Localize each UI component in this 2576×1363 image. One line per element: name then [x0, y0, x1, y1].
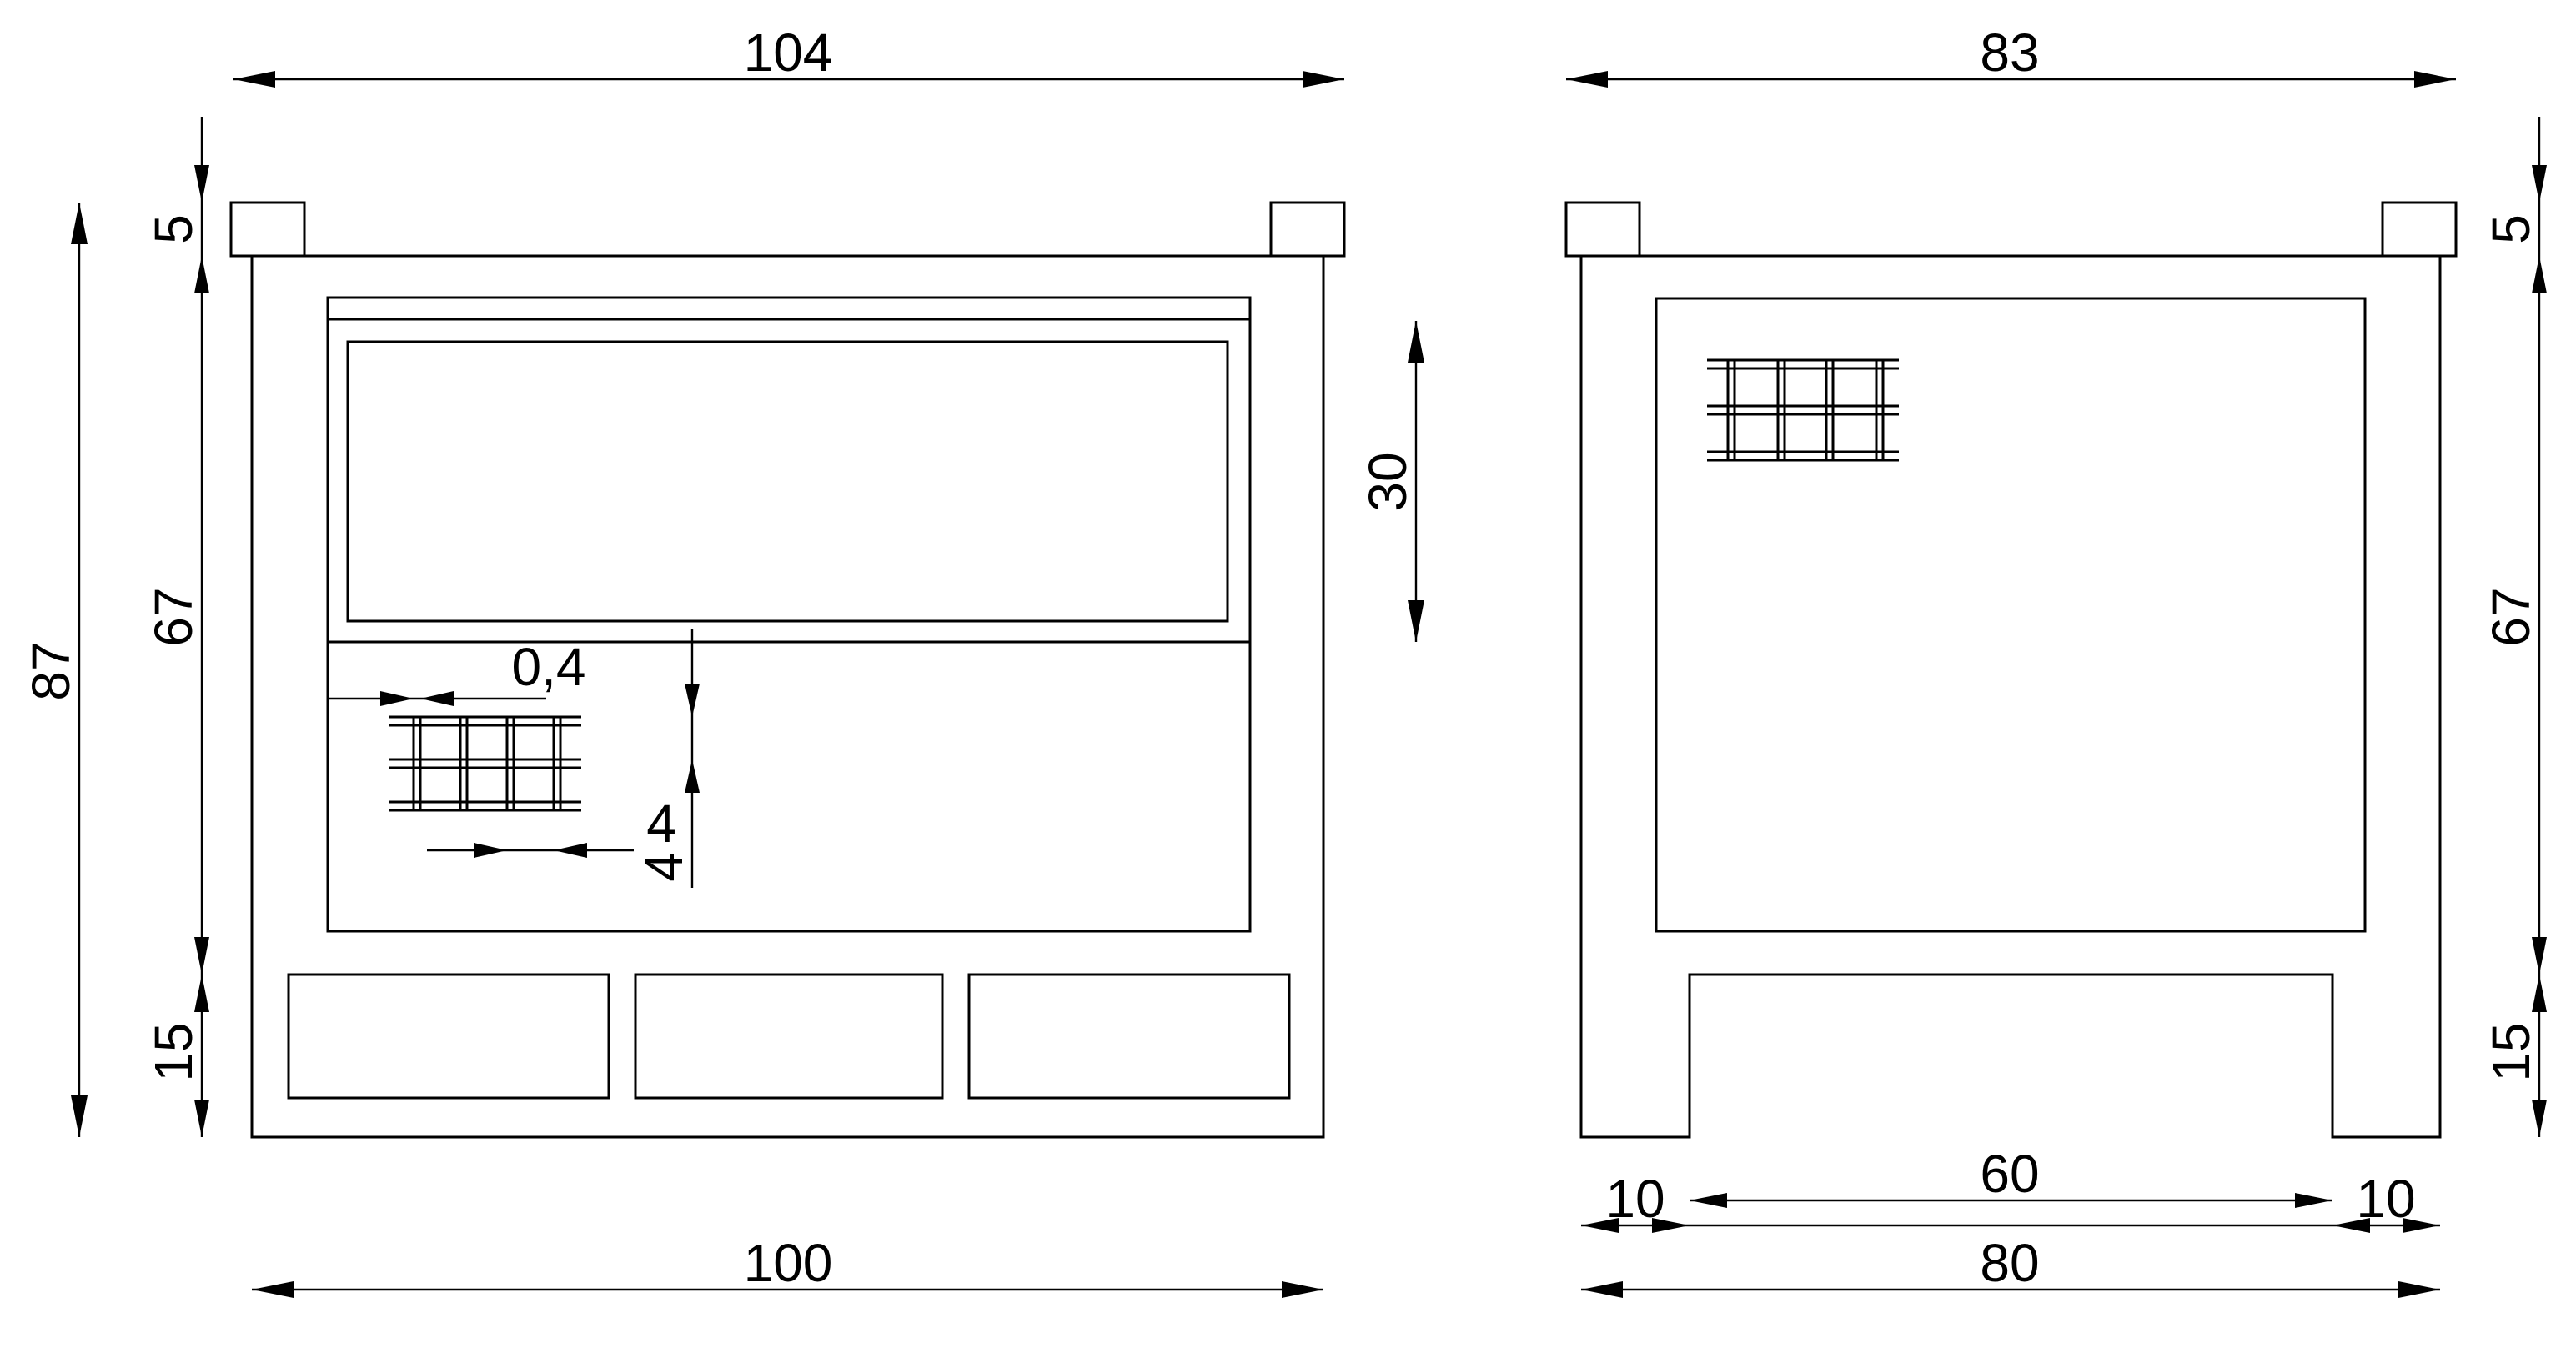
front-label-panel: [346, 340, 1229, 623]
side-container: [1655, 297, 2367, 933]
arrowhead: [1408, 600, 1424, 642]
dim-label-panel-height: 30: [1358, 452, 1418, 511]
dim-label-front-total-height: 87: [21, 641, 81, 700]
arrowhead: [252, 1281, 294, 1298]
arrowhead: [2532, 1100, 2547, 1137]
arrowhead: [194, 937, 209, 975]
side-corner-post-right: [2381, 201, 2458, 258]
dim-label-side-top-width: 83: [1980, 23, 2039, 83]
side-wire-mesh: [1707, 358, 1899, 462]
front-corner-post-left: [229, 201, 306, 258]
arrowhead: [194, 165, 209, 203]
dim-label-front-top-width: 104: [744, 23, 833, 83]
front-fork-pocket-middle: [634, 973, 944, 1100]
arrowhead: [420, 691, 454, 706]
arrowhead: [1652, 1218, 1690, 1233]
dimension-labels: 104 100 87 5 67 15 30 0,4 4 4 83 80 5 67…: [21, 23, 2541, 1293]
arrowhead: [1581, 1218, 1619, 1233]
arrowhead: [474, 843, 507, 858]
arrowhead: [380, 691, 414, 706]
arrowhead: [71, 1095, 88, 1137]
dim-label-side-opening: 60: [1980, 1144, 2039, 1204]
dim-label-side-middle-height: 67: [2481, 587, 2541, 646]
arrowhead: [194, 1100, 209, 1137]
arrowhead: [233, 71, 275, 88]
arrowhead: [2532, 256, 2547, 293]
arrowhead: [194, 975, 209, 1012]
arrowhead: [1282, 1281, 1323, 1298]
front-container: [326, 296, 1252, 933]
arrowhead: [685, 684, 700, 717]
dim-label-side-bottom-width: 80: [1980, 1233, 2039, 1293]
arrowhead: [1408, 321, 1424, 363]
arrowhead: [2403, 1218, 2440, 1233]
dimension-lines: [71, 71, 2547, 1298]
arrowhead: [1566, 71, 1608, 88]
dim-label-mesh-vertical: 4: [646, 794, 676, 854]
front-wire-mesh: [389, 715, 581, 812]
side-frame: [1579, 254, 2442, 1139]
front-corner-post-right: [1269, 201, 1346, 258]
arrowhead: [71, 203, 88, 244]
dim-label-side-bottom-height: 15: [2481, 1022, 2541, 1081]
front-view: [229, 201, 1346, 1139]
dim-label-mesh-horizontal: 4: [634, 852, 694, 882]
arrowhead: [2532, 937, 2547, 975]
front-frame: [250, 254, 1325, 1139]
arrowhead: [554, 843, 587, 858]
side-corner-post-left: [1564, 201, 1641, 258]
dim-label-side-leg-left: 10: [1605, 1169, 1665, 1229]
dim-label-side-leg-right: 10: [2356, 1169, 2415, 1229]
dim-label-wire-thickness: 0,4: [512, 637, 586, 697]
dim-label-front-bottom-height: 15: [143, 1022, 203, 1081]
arrowhead: [685, 759, 700, 793]
dim-label-side-top-height: 5: [2481, 214, 2541, 244]
dim-label-front-middle-height: 67: [143, 587, 203, 646]
arrowhead: [2532, 975, 2547, 1012]
side-view: [1564, 201, 2458, 1139]
dim-label-front-top-height: 5: [143, 214, 203, 244]
arrowhead: [2295, 1193, 2332, 1208]
front-fork-pocket-right: [967, 973, 1291, 1100]
arrowhead: [2414, 71, 2456, 88]
arrowhead: [1303, 71, 1344, 88]
arrowhead: [2398, 1281, 2440, 1298]
arrowhead: [2332, 1218, 2370, 1233]
front-fork-pocket-left: [287, 973, 610, 1100]
arrowhead: [194, 256, 209, 293]
arrowhead: [2532, 165, 2547, 203]
arrowhead: [1581, 1281, 1623, 1298]
dim-label-front-bottom-width: 100: [744, 1233, 833, 1293]
